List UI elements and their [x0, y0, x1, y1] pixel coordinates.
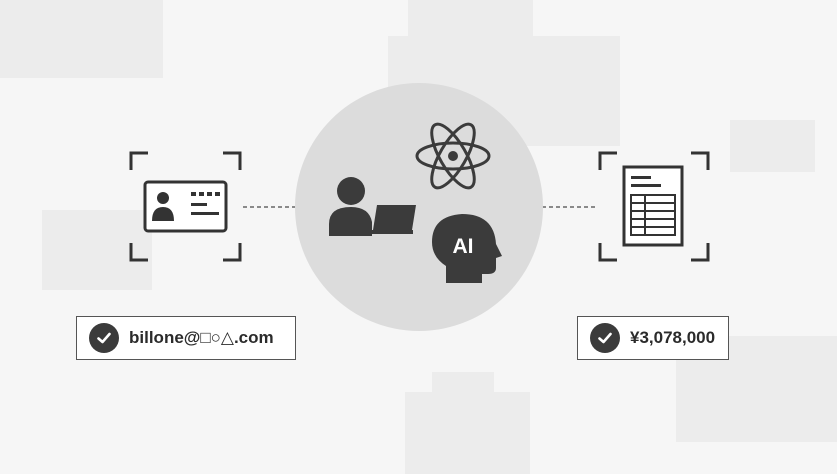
bg-decoration [405, 392, 530, 474]
invoice-scan-frame [598, 151, 710, 262]
ai-head-icon: AI [432, 214, 502, 283]
amount-result-box: ¥3,078,000 [577, 316, 729, 360]
id-card-scan-frame [129, 151, 242, 262]
atom-icon [415, 122, 491, 190]
extracted-amount: ¥3,078,000 [630, 328, 716, 347]
person-laptop-icon [329, 177, 416, 236]
invoice-document-icon [622, 165, 684, 247]
check-circle-icon [89, 323, 119, 353]
bg-decoration [0, 0, 163, 78]
extracted-email: billone@□○△.com [129, 328, 274, 347]
check-circle-icon [590, 323, 620, 353]
processing-circle [295, 83, 543, 331]
email-result-box: billone@□○△.com [76, 316, 296, 360]
id-card-icon [143, 180, 228, 233]
bg-decoration [408, 0, 533, 40]
bg-decoration [42, 210, 152, 290]
bg-decoration [730, 120, 815, 172]
ai-label: AI [453, 235, 474, 258]
